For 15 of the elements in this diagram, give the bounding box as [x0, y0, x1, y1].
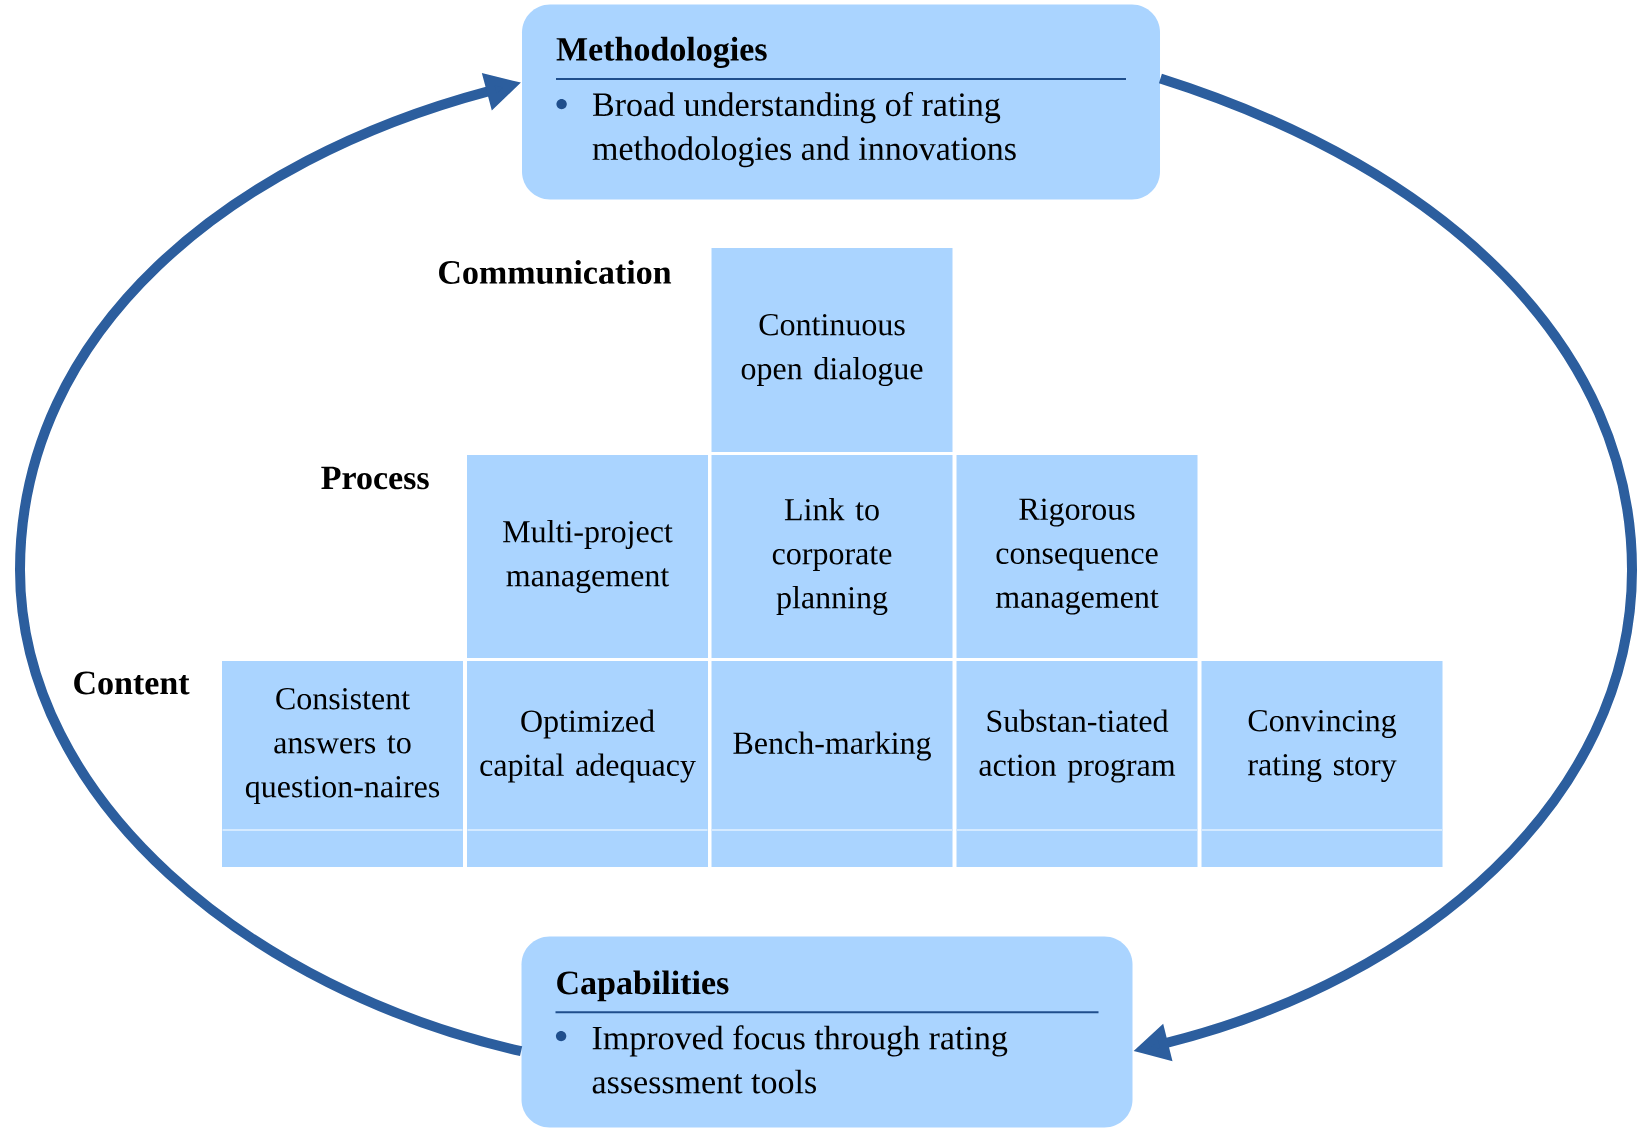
grid-cell: Continuous open dialogue — [711, 248, 953, 452]
row-label: Process — [321, 466, 429, 490]
info-box: Capabilities Improved focus through rating assessment tools — [521, 936, 1133, 1128]
grid-cell: Link to corporate planning — [711, 455, 953, 658]
info-box: Methodologies Broad understanding of rating methodologies and innovations — [522, 4, 1160, 200]
grid-cell: Rigorous consequence management — [956, 455, 1198, 658]
grid-cell: Multi-project management — [467, 455, 708, 658]
grid-cell: Bench-marking — [711, 661, 953, 867]
row-label: Content — [74, 671, 190, 695]
grid-cell: Optimized capital adequacy — [466, 661, 709, 867]
cycle-arrow — [15, 72, 523, 1056]
grid-cell: Substan-tiated action program — [956, 661, 1198, 867]
row-label: Communication — [439, 260, 672, 284]
grid-cell: Convincing rating story — [1201, 661, 1443, 867]
grid-cell: Consistent answers to question-naires — [221, 661, 464, 867]
